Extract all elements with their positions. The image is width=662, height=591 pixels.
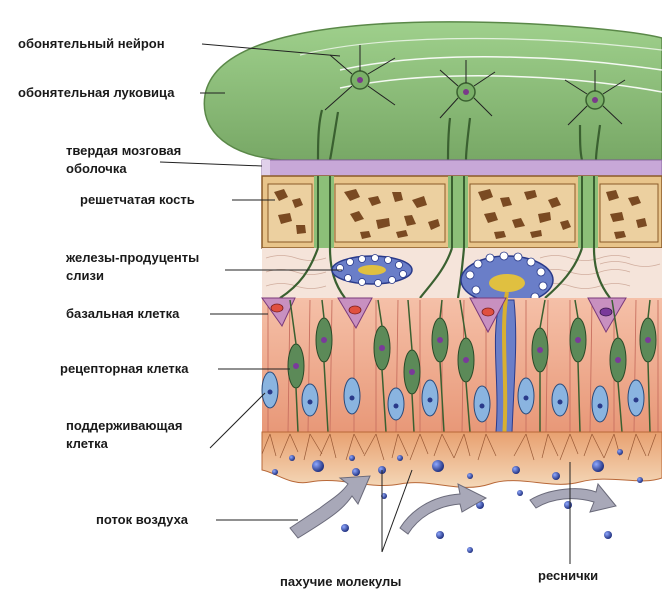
label-basal-cell: базальная клетка [66, 306, 180, 321]
label-mucus-glands-line1: железы-продуценты [65, 250, 199, 265]
ethmoid-bone [262, 176, 662, 248]
label-cilia: реснички [538, 568, 598, 583]
label-supporting-cell-line1: поддерживающая [66, 418, 182, 433]
label-olfactory-neuron: обонятельный нейрон [18, 36, 165, 51]
label-olfactory-bulb: обонятельная луковица [18, 85, 175, 100]
label-mucus-glands-line2: слизи [66, 268, 104, 283]
cilia-layer [262, 432, 662, 487]
label-dura-mater-line1: твердая мозговая [66, 143, 181, 158]
dura-mater [262, 160, 662, 176]
label-ethmoid-bone: решетчатая кость [80, 192, 195, 207]
label-supporting-cell-line2: клетка [66, 436, 109, 451]
label-dura-mater-line2: оболочка [66, 161, 127, 176]
label-airflow: поток воздуха [96, 512, 189, 527]
label-receptor-cell: рецепторная клетка [60, 361, 189, 376]
label-odor-molecules: пахучие молекулы [280, 574, 401, 589]
